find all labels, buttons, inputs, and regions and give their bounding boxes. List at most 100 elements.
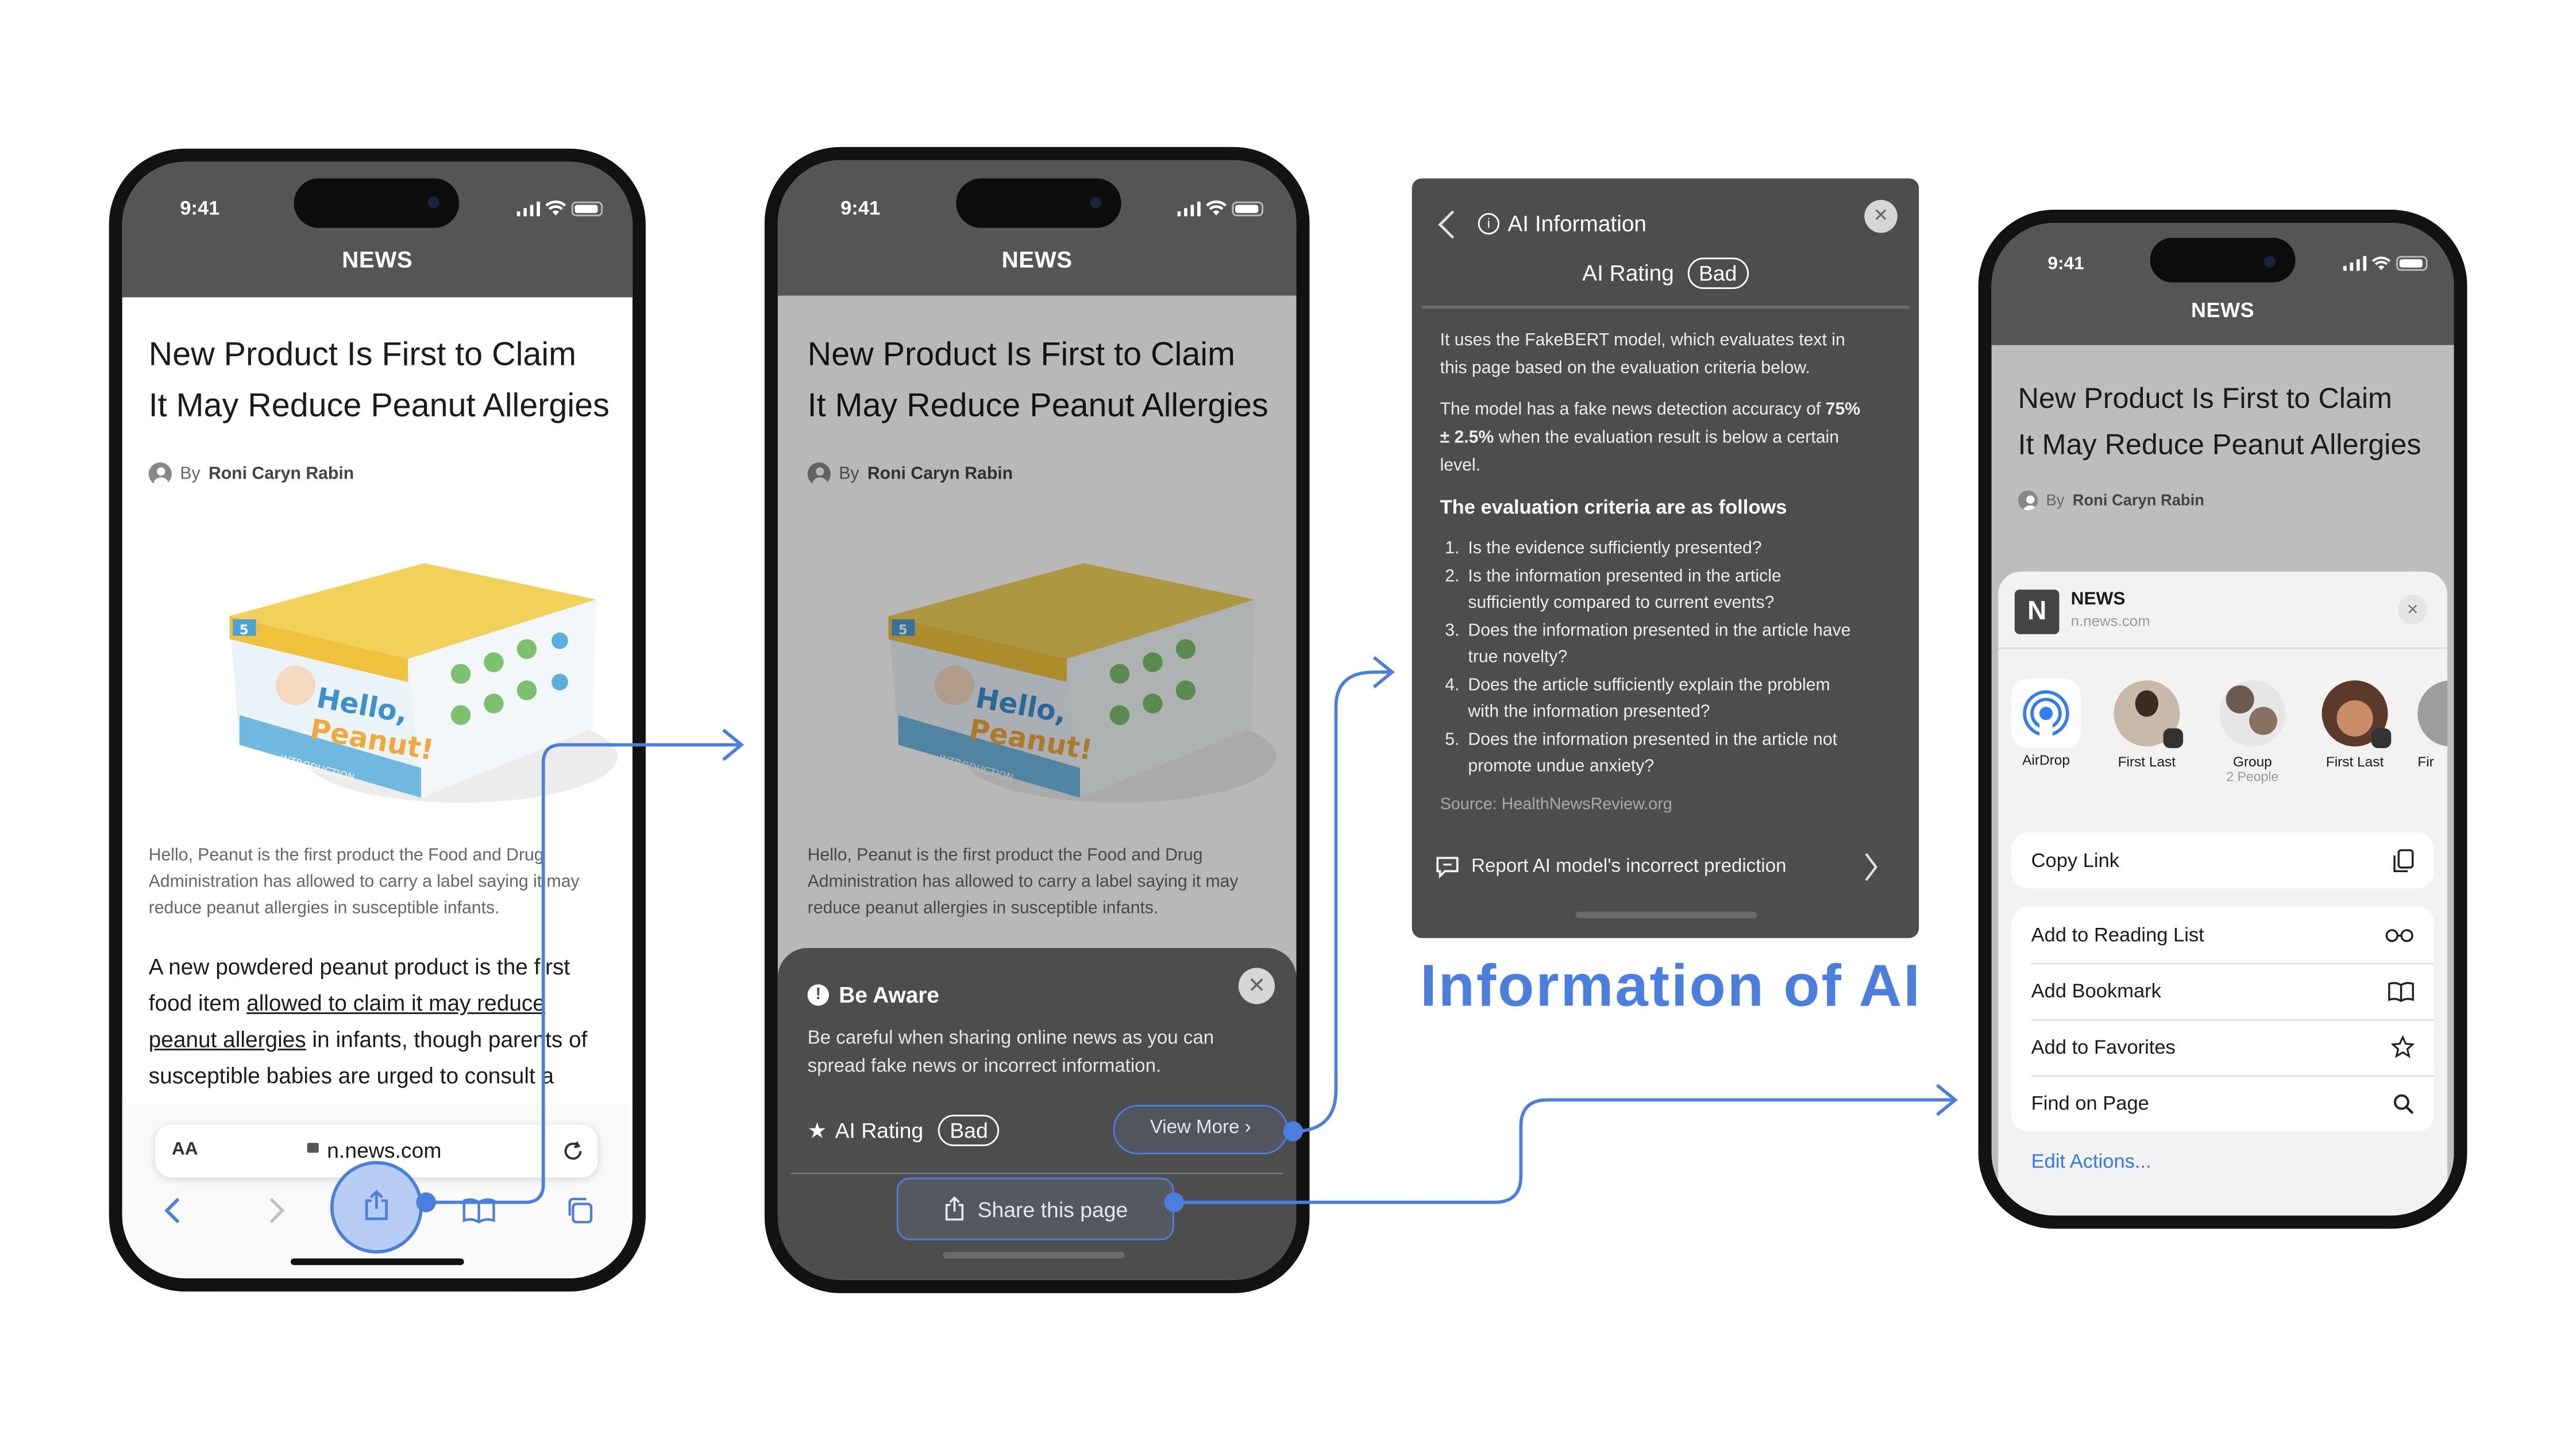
- chevron-right-icon: ›: [1244, 1118, 1251, 1138]
- headline-line: It May Reduce Peanut Allergies: [148, 388, 610, 425]
- edit-actions-link[interactable]: Edit Actions...: [2031, 1149, 2151, 1173]
- star-icon: [2391, 1035, 2415, 1058]
- action-reading-list[interactable]: Add to Reading List: [2011, 907, 2434, 963]
- article-link[interactable]: allowed to claim it may reduce: [246, 991, 545, 1016]
- airdrop-target[interactable]: AirDrop: [2008, 679, 2084, 768]
- arrowhead: [722, 729, 745, 761]
- chevron-right-icon[interactable]: [1862, 850, 1879, 883]
- headline-line: New Product Is First to Claim: [807, 337, 1235, 373]
- share-page-button[interactable]: Share this page: [896, 1177, 1174, 1240]
- author-avatar-icon: [2018, 490, 2038, 511]
- arrow-origin-dot: [1283, 1121, 1303, 1142]
- rating-badge: Bad: [1687, 257, 1749, 290]
- header-bar: 9:41 NEWS: [1991, 223, 2454, 345]
- header-bar: 9:41 NEWS: [777, 160, 1297, 296]
- wifi-icon: [545, 201, 566, 216]
- list-item: 2.Is the information presented in the ar…: [1445, 565, 1781, 613]
- address-bar[interactable]: AA n.news.com: [155, 1124, 598, 1178]
- status-time: 9:41: [2047, 254, 2084, 275]
- view-more-button[interactable]: View More ›: [1113, 1105, 1289, 1155]
- ai-information-panel: i AI Information ✕ AI Rating Bad It uses…: [1412, 178, 1919, 938]
- contact-target[interactable]: First Last: [2104, 680, 2189, 770]
- site-header: N NEWS n.news.com ✕: [1998, 572, 2448, 649]
- status-icons: [1177, 200, 1263, 217]
- action-find-on-page[interactable]: Find on Page: [2011, 1075, 2434, 1131]
- list-item: 1.Is the evidence sufficiently presented…: [1445, 538, 1762, 558]
- arrow-viewmore-to-info: [1293, 670, 1391, 1133]
- url-text[interactable]: n.news.com: [327, 1138, 442, 1163]
- author-name: Roni Caryn Rabin: [2072, 491, 2204, 510]
- group-target[interactable]: Group 2 People: [2209, 680, 2295, 784]
- author-avatar-icon: [807, 462, 831, 486]
- headline-line: New Product Is First to Claim: [148, 337, 577, 373]
- site-logo: N: [2014, 589, 2060, 634]
- glasses-icon: [2385, 928, 2413, 942]
- nav-title: NEWS: [342, 246, 413, 273]
- arrow-origin-dot: [416, 1192, 436, 1212]
- contact-target[interactable]: Fir: [2417, 680, 2448, 770]
- search-icon: [2393, 1093, 2414, 1113]
- close-button[interactable]: ✕: [1238, 968, 1275, 1004]
- wifi-icon: [1206, 201, 1227, 216]
- bookmarks-icon[interactable]: [462, 1197, 495, 1224]
- forward-icon[interactable]: [264, 1196, 287, 1226]
- share-targets: AirDrop First Last Group 2 People First …: [1998, 657, 2448, 816]
- panel-divider: [1421, 305, 1909, 309]
- copy-icon: [2393, 848, 2414, 872]
- headline-line: It May Reduce Peanut Allergies: [2018, 427, 2421, 461]
- action-bookmark[interactable]: Add Bookmark: [2011, 963, 2434, 1019]
- headline-line: New Product Is First to Claim: [2018, 381, 2392, 415]
- box-badge-number: 5: [898, 623, 908, 638]
- chat-icon: [1436, 857, 1459, 879]
- body-line: food item allowed to claim it may reduce: [148, 991, 545, 1016]
- nav-title: NEWS: [2191, 299, 2255, 322]
- warning-message: Be careful when sharing online news as y…: [807, 1028, 1214, 1077]
- back-icon[interactable]: [162, 1196, 185, 1226]
- body-line: susceptible babies are urged to consult …: [148, 1063, 554, 1089]
- article-headline: New Product Is First to Claim It May Red…: [808, 330, 1268, 433]
- article-link[interactable]: peanut allergies: [148, 1027, 306, 1053]
- reload-icon[interactable]: [561, 1139, 584, 1162]
- author-avatar-icon: [148, 462, 172, 486]
- article-headline: New Product Is First to Claim It May Red…: [2018, 375, 2421, 468]
- avatar: [2114, 680, 2184, 749]
- share-sheet: N NEWS n.news.com ✕ AirDrop First Last: [1998, 571, 2448, 1216]
- tabs-icon[interactable]: [565, 1196, 595, 1226]
- image-caption: Hello, Peanut is the first product the F…: [149, 842, 580, 922]
- copy-link-row[interactable]: Copy Link: [2011, 833, 2434, 889]
- dynamic-island: [2150, 237, 2296, 283]
- status-time: 9:41: [180, 196, 220, 220]
- byline-prefix: By: [2046, 491, 2065, 510]
- report-button[interactable]: Report AI model's incorrect prediction: [1435, 847, 1898, 887]
- divider: [2031, 1019, 2435, 1021]
- home-indicator: [290, 1258, 464, 1265]
- source-text: Source: HealthNewsReview.org: [1440, 796, 1672, 815]
- phone-article-view: 9:41 NEWS New Product Is First to Claim …: [109, 148, 646, 1292]
- author-name: Roni Caryn Rabin: [208, 464, 354, 484]
- sheet-divider: [790, 1172, 1283, 1174]
- text-size-button[interactable]: AA: [171, 1139, 198, 1159]
- nav-title: NEWS: [1001, 246, 1073, 273]
- action-favorites[interactable]: Add to Favorites: [2011, 1019, 2434, 1076]
- avatar: [2322, 680, 2392, 749]
- caption-line: reduce peanut allergies in susceptible i…: [148, 898, 500, 919]
- status-icons: [2342, 256, 2428, 271]
- share-icon[interactable]: [363, 1189, 390, 1222]
- list-item: 3.Does the information presented in the …: [1445, 620, 1851, 668]
- status-time: 9:41: [840, 196, 881, 220]
- rating-badge: Bad: [938, 1115, 1000, 1146]
- box-badge-number: 5: [240, 623, 249, 638]
- actions-group: Add to Reading List Add Bookmark Add to …: [2011, 907, 2435, 1132]
- image-caption: Hello, Peanut is the first product the F…: [808, 842, 1239, 922]
- screen: 9:41 NEWS New Product Is First to Claim …: [777, 160, 1297, 1280]
- back-icon[interactable]: [1437, 208, 1456, 241]
- info-icon: i: [1478, 213, 1500, 235]
- home-indicator: [943, 1251, 1125, 1259]
- close-button[interactable]: ✕: [2397, 594, 2428, 625]
- contact-target[interactable]: First Last: [2312, 680, 2397, 770]
- criteria-list: 1.Is the evidence sufficiently presented…: [1445, 535, 1850, 780]
- close-button[interactable]: ✕: [1864, 199, 1898, 233]
- model-description: It uses the FakeBERT model, which evalua…: [1440, 330, 1861, 476]
- panel-rating: AI Rating Bad: [1412, 257, 1919, 290]
- header-bar: 9:41 NEWS: [122, 161, 633, 298]
